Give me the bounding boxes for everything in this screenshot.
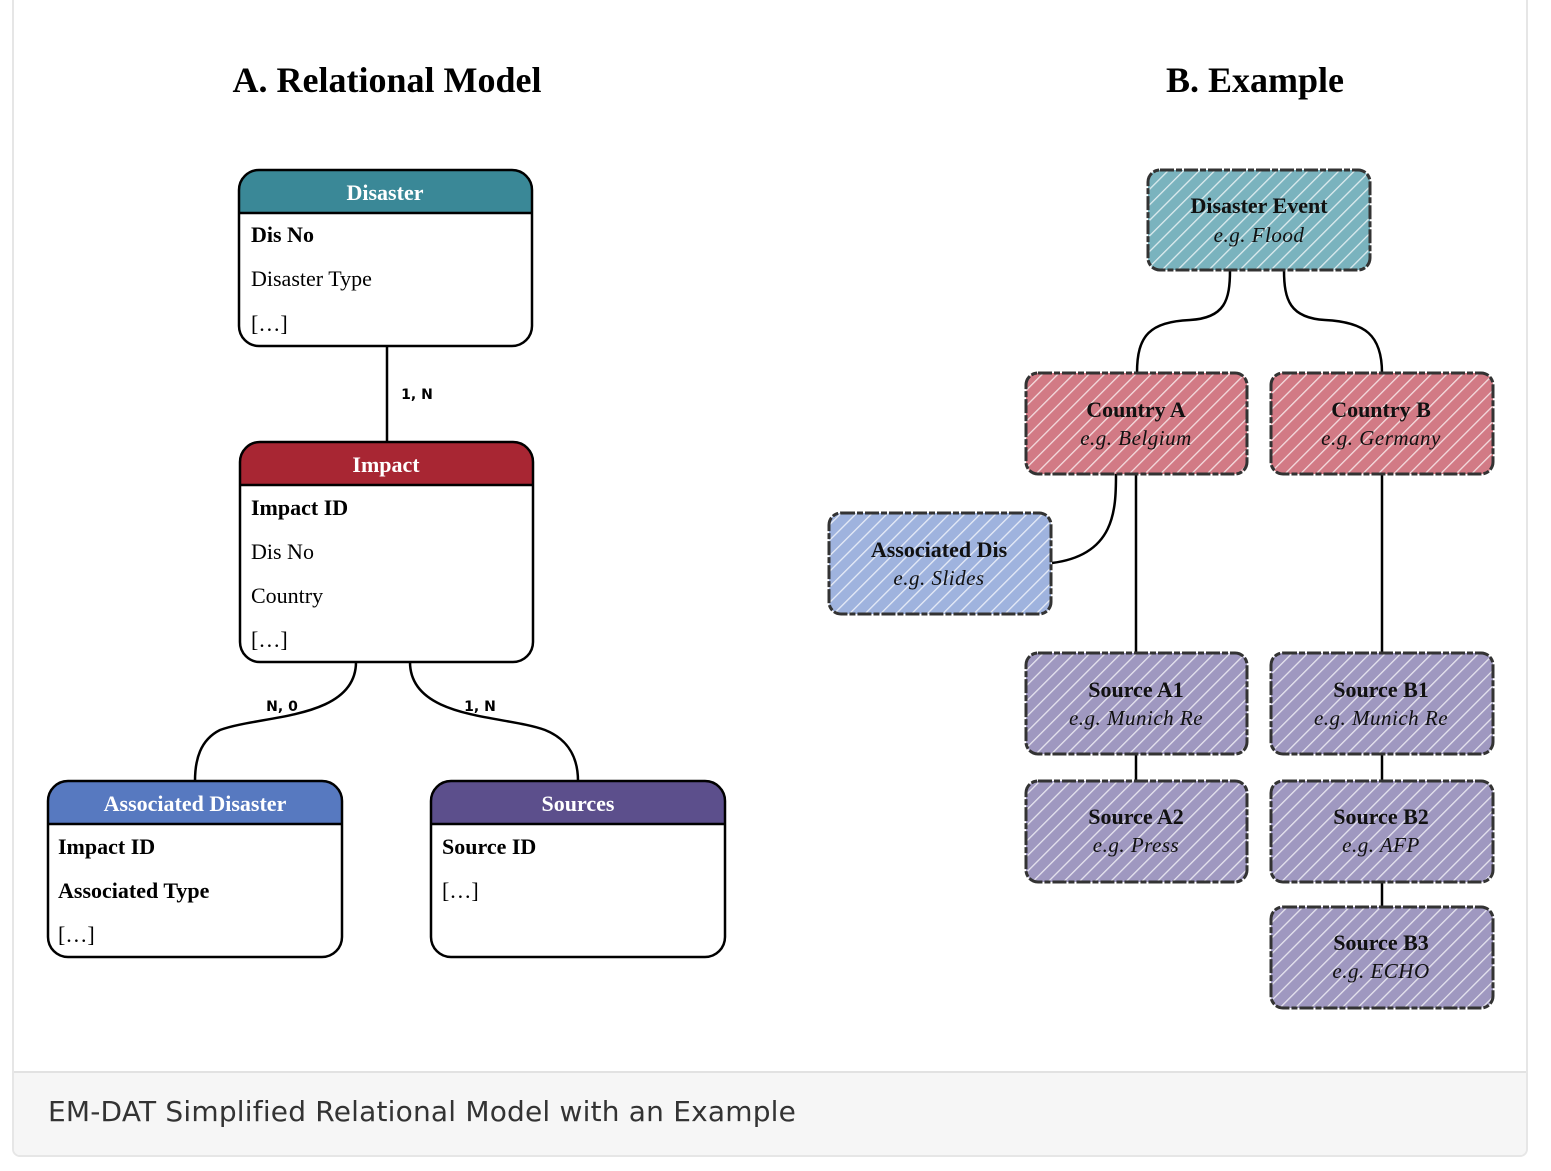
example-node-country-b: Country B e.g. Germany bbox=[1269, 371, 1495, 476]
field-disaster-type: Disaster Type bbox=[251, 266, 372, 291]
node-title: Source B3 bbox=[1333, 930, 1429, 955]
field-impact-id-pk: Impact ID bbox=[251, 495, 348, 520]
example-node-source-a2: Source A2 e.g. Press bbox=[1024, 779, 1249, 884]
field-ellipsis: […] bbox=[251, 311, 288, 336]
cardinality-impact-sources: 1, N bbox=[464, 699, 496, 715]
caption-bar: EM-DAT Simplified Relational Model with … bbox=[14, 1071, 1526, 1155]
connector-event-country-a bbox=[1135, 269, 1232, 374]
node-example: e.g. AFP bbox=[1342, 833, 1420, 857]
node-example: e.g. Munich Re bbox=[1069, 706, 1203, 730]
node-title: Source B1 bbox=[1333, 677, 1429, 702]
entity-sources-header bbox=[431, 781, 725, 824]
node-title: Country B bbox=[1331, 397, 1431, 422]
example-node-associated-dis: Associated Dis e.g. Slides bbox=[827, 511, 1053, 616]
field-dis-no: Dis No bbox=[251, 539, 314, 564]
node-title: Disaster Event bbox=[1190, 193, 1328, 218]
entity-disaster-header bbox=[239, 170, 532, 213]
entity-disaster: Disaster Dis No Disaster Type […] bbox=[237, 168, 534, 348]
section-title-example: B. Example bbox=[1166, 60, 1344, 100]
node-title: Country A bbox=[1086, 397, 1186, 422]
node-example: e.g. Slides bbox=[893, 566, 984, 590]
field-associated-type: Associated Type bbox=[58, 878, 210, 903]
entity-impact-title: Impact bbox=[352, 452, 420, 477]
node-example: e.g. Belgium bbox=[1080, 426, 1192, 450]
example-node-country-a: Country A e.g. Belgium bbox=[1024, 371, 1249, 476]
example-node-disaster-event: Disaster Event e.g. Flood bbox=[1146, 168, 1372, 272]
example-node-source-b1: Source B1 e.g. Munich Re bbox=[1269, 651, 1495, 756]
entity-associated-title: Associated Disaster bbox=[104, 791, 287, 816]
entity-impact: Impact Impact ID Dis No Country […] bbox=[238, 440, 535, 664]
cardinality-impact-associated: N, 0 bbox=[266, 699, 298, 715]
field-ellipsis: […] bbox=[251, 627, 288, 652]
cardinality-disaster-impact: 1, N bbox=[401, 387, 433, 403]
node-example: e.g. Germany bbox=[1321, 426, 1441, 450]
node-title: Source B2 bbox=[1333, 804, 1429, 829]
connector-impact-associated bbox=[193, 661, 358, 782]
example-node-source-b2: Source B2 e.g. AFP bbox=[1269, 779, 1495, 884]
node-example: e.g. Munich Re bbox=[1314, 706, 1448, 730]
field-country: Country bbox=[251, 583, 323, 608]
node-title: Source A1 bbox=[1088, 677, 1184, 702]
entity-impact-header bbox=[240, 442, 533, 485]
example-connectors bbox=[1051, 269, 1384, 907]
node-example: e.g. Press bbox=[1093, 833, 1179, 857]
entity-disaster-title: Disaster bbox=[347, 180, 424, 205]
entity-sources: Sources Source ID […] bbox=[429, 779, 727, 959]
section-title-relational-model: A. Relational Model bbox=[233, 60, 542, 100]
node-title: Source A2 bbox=[1088, 804, 1184, 829]
example-node-source-b3: Source B3 e.g. ECHO bbox=[1269, 905, 1495, 1010]
entity-associated-header bbox=[48, 781, 342, 824]
node-title: Associated Dis bbox=[871, 537, 1008, 562]
node-example: e.g. ECHO bbox=[1332, 959, 1429, 983]
entity-associated-disaster: Associated Disaster Impact ID Associated… bbox=[46, 779, 344, 959]
relational-connectors bbox=[193, 346, 580, 782]
entity-sources-title: Sources bbox=[542, 791, 615, 816]
field-dis-no-pk: Dis No bbox=[251, 222, 314, 247]
connector-country-a-assoc bbox=[1051, 473, 1118, 565]
connector-impact-sources bbox=[408, 661, 580, 782]
field-impact-id: Impact ID bbox=[58, 834, 155, 859]
field-ellipsis: […] bbox=[442, 878, 479, 903]
field-ellipsis: […] bbox=[58, 922, 95, 947]
node-example: e.g. Flood bbox=[1214, 223, 1305, 247]
field-source-id: Source ID bbox=[442, 834, 536, 859]
example-node-source-a1: Source A1 e.g. Munich Re bbox=[1024, 651, 1249, 756]
figure-caption: EM-DAT Simplified Relational Model with … bbox=[48, 1095, 797, 1128]
connector-event-country-b bbox=[1282, 269, 1384, 374]
